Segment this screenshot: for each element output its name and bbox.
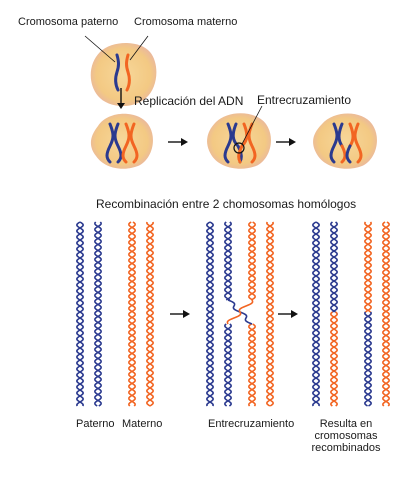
dna-helix-strand [248, 221, 256, 301]
dna-helix-strand [329, 221, 339, 313]
dna-helix-strand [363, 221, 373, 313]
maternal-chromosome [237, 122, 257, 164]
dna-helix-strand [75, 221, 85, 407]
dna-helix-strand [75, 221, 85, 407]
dna-helix-strand [223, 323, 233, 407]
label-maternal-chromosome: Cromosoma materno [134, 16, 238, 28]
label-result-line: Resulta en [319, 418, 373, 430]
dna-helix-strand [248, 221, 256, 301]
dna-helix-strand [363, 311, 373, 407]
dna-helix-strand [382, 221, 390, 407]
maternal-chromosome [125, 53, 131, 92]
dna-helix-strand [329, 311, 339, 407]
dna-helix-strand [128, 221, 136, 407]
arrow-right-icon [168, 138, 188, 146]
label-crossover-top: Entrecruzamiento [257, 93, 352, 107]
dna-helix-strand [205, 221, 215, 407]
pointer-line-crossover [241, 105, 263, 145]
dna-helix-strand [382, 221, 390, 407]
arrow-right-icon [278, 310, 298, 318]
dna-helix-strand [363, 221, 373, 313]
arrow-down-icon [117, 88, 125, 109]
dna-helix-strand [145, 221, 155, 407]
dna-helix-strand [265, 221, 275, 407]
cell-crossover [207, 113, 271, 169]
paternal-chromosome [105, 122, 123, 164]
dna-helix-strand [223, 221, 233, 301]
dna-helix-strand [329, 221, 339, 313]
pointer-line-paternal [84, 35, 116, 63]
dna-helix-strand [248, 323, 256, 407]
arrow-right-icon [276, 138, 296, 146]
dna-helix-strand [205, 221, 215, 407]
label-result-line: recombinados [311, 442, 381, 454]
label-result: Resulta en cromosomas recombinados [311, 418, 380, 454]
label-paternal-chromosome: Cromosoma paterno [18, 16, 119, 28]
dna-crossover-segment [226, 299, 254, 325]
maternal-chromosome [345, 122, 363, 164]
label-maternal: Materno [122, 418, 163, 430]
dna-helix-strand [311, 221, 321, 407]
dna-helix-strand [94, 221, 102, 407]
cell-replicated [90, 113, 153, 169]
dna-helix-strand [145, 221, 155, 407]
dna-helix-strand [363, 311, 373, 407]
dna-helix-strand [311, 221, 321, 407]
dna-strands [75, 221, 390, 407]
dna-helix-strand [128, 221, 136, 407]
paternal-chromosome [329, 122, 347, 164]
label-dna-replication: Replicación del ADN [134, 94, 244, 108]
maternal-chromosome [121, 122, 139, 164]
arrow-right-icon [170, 310, 190, 318]
label-crossover-bottom: Entrecruzamiento [208, 418, 295, 430]
label-paternal: Paterno [76, 418, 115, 430]
pointer-line-maternal [129, 35, 149, 61]
paternal-chromosome [223, 122, 243, 164]
label-result-line: cromosomas [314, 430, 378, 442]
bottom-title: Recombinación entre 2 chomosomas homólog… [96, 197, 357, 211]
cell-initial [90, 43, 157, 107]
paternal-chromosome [114, 53, 120, 92]
dna-helix-strand [248, 323, 256, 407]
dna-helix-strand [265, 221, 275, 407]
dna-helix-strand [94, 221, 102, 407]
crossover-marker [233, 142, 245, 154]
cell-recombined [313, 113, 377, 169]
